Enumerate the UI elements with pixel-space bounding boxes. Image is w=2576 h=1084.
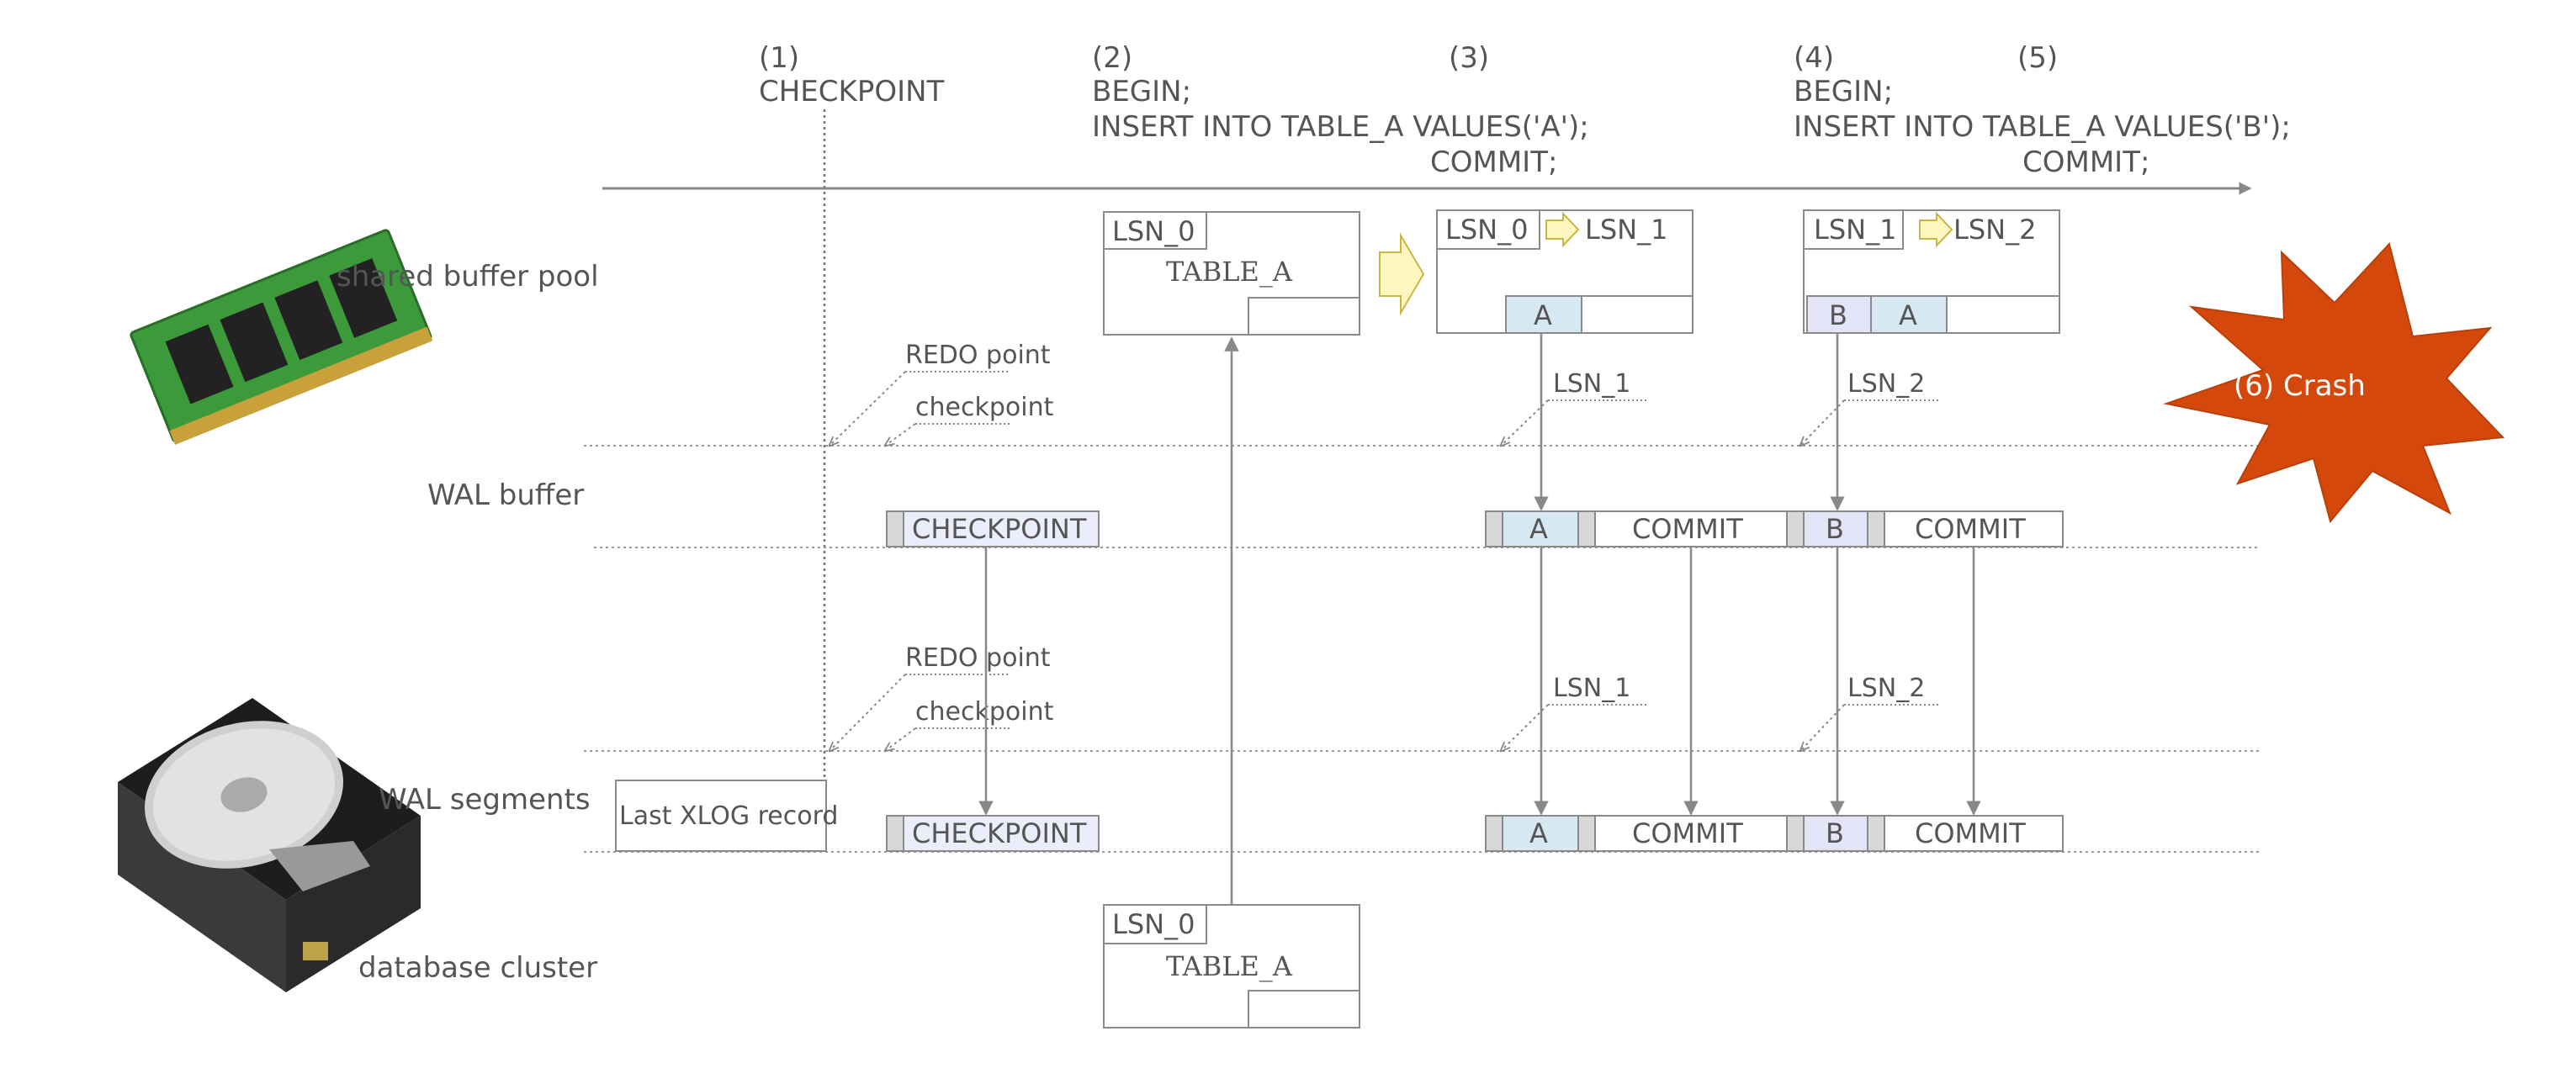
page-table-name: TABLE_A	[1166, 950, 1293, 982]
step-5-commit: COMMIT;	[2022, 145, 2149, 179]
page-lsn-old: LSN_0	[1445, 214, 1528, 246]
lsn1-label-lower: LSN_1	[1553, 674, 1630, 703]
page-table-a-step4: LSN_1 LSN_2 B A	[1803, 209, 2060, 334]
redo-point-pointer	[830, 371, 906, 446]
step-2-begin: BEGIN;	[1092, 75, 1191, 108]
wal-segment-records: A COMMIT B COMMIT	[1485, 815, 2064, 852]
hard-drive-icon	[118, 698, 421, 992]
row-label-wal-buffer: WAL buffer	[427, 479, 584, 512]
memory-module-icon	[130, 229, 433, 445]
step-4-number: (4)	[1794, 41, 1834, 75]
checkpoint-pointer-lower	[885, 727, 916, 751]
row-label-wal-segments: WAL segments	[379, 783, 591, 817]
page-table-a-step3: LSN_0 LSN_1 A	[1436, 209, 1693, 334]
tuple-b: B	[1829, 299, 1847, 331]
row-label-shared-buffer: shared buffer pool	[337, 260, 599, 293]
step-1-text: CHECKPOINT	[759, 75, 945, 108]
lsn1-label-upper: LSN_1	[1553, 369, 1630, 399]
page-lsn-old: LSN_1	[1814, 214, 1896, 246]
step-5-number: (5)	[2017, 41, 2058, 75]
record-label: CHECKPOINT	[912, 513, 1087, 545]
step-1-number: (1)	[759, 41, 799, 75]
page-update-arrow-icon	[1379, 232, 1425, 316]
record-b: B	[1826, 513, 1844, 545]
step-4-insert: INSERT INTO TABLE_A VALUES('B');	[1794, 110, 2291, 144]
record-commit: COMMIT	[1632, 817, 1743, 849]
redo-point-label: REDO point	[905, 341, 1051, 370]
row-label-database-cluster: database cluster	[358, 951, 597, 985]
lsn1-pointer-lower	[1501, 704, 1549, 751]
tuple-a: A	[1899, 299, 1917, 331]
page-table-a-step2: LSN_0 TABLE_A	[1103, 211, 1360, 336]
lsn2-pointer-upper	[1800, 399, 1845, 446]
record-commit: COMMIT	[1915, 817, 2026, 849]
crash-label: (6) Crash	[2234, 369, 2366, 403]
wal-buffer-checkpoint-record: CHECKPOINT	[886, 510, 1100, 547]
page-table-a-cluster: LSN_0 TABLE_A	[1103, 904, 1360, 1028]
step-2-insert: INSERT INTO TABLE_A VALUES('A');	[1092, 110, 1589, 144]
redo-point-label-lower: REDO point	[905, 643, 1051, 673]
page-lsn-new: LSN_1	[1585, 214, 1667, 246]
record-a: A	[1529, 817, 1548, 849]
step-3-number: (3)	[1449, 41, 1489, 75]
lsn-change-arrow-icon	[1919, 211, 1953, 248]
lsn2-pointer-lower	[1800, 704, 1845, 751]
step-2-number: (2)	[1092, 41, 1132, 75]
wal-segment-checkpoint-record: CHECKPOINT	[886, 815, 1100, 852]
record-commit: COMMIT	[1632, 513, 1743, 545]
wal-buffer-records: A COMMIT B COMMIT	[1485, 510, 2064, 547]
page-table-name: TABLE_A	[1166, 256, 1293, 288]
step-3-commit: COMMIT;	[1430, 145, 1557, 179]
record-label: CHECKPOINT	[912, 817, 1087, 849]
step-4-begin: BEGIN;	[1794, 75, 1893, 108]
crash-starburst: (6) Crash	[2163, 241, 2505, 524]
last-xlog-record: Last XLOG record	[615, 780, 838, 852]
tuple-a: A	[1534, 299, 1552, 331]
lsn1-pointer-upper	[1501, 399, 1549, 446]
lsn2-label-upper: LSN_2	[1847, 369, 1925, 399]
redo-point-pointer-lower	[830, 674, 906, 751]
record-a: A	[1529, 513, 1548, 545]
lsn2-label-lower: LSN_2	[1847, 674, 1925, 703]
lsn-change-arrow-icon	[1545, 211, 1580, 248]
record-commit: COMMIT	[1915, 513, 2026, 545]
checkpoint-label: checkpoint	[915, 393, 1054, 422]
page-lsn-label: LSN_0	[1112, 908, 1195, 940]
record-b: B	[1826, 817, 1844, 849]
last-xlog-label: Last XLOG record	[619, 801, 838, 831]
page-lsn-label: LSN_0	[1112, 215, 1195, 247]
page-lsn-new: LSN_2	[1953, 214, 2036, 246]
checkpoint-pointer	[885, 423, 916, 446]
checkpoint-label-lower: checkpoint	[915, 697, 1054, 727]
